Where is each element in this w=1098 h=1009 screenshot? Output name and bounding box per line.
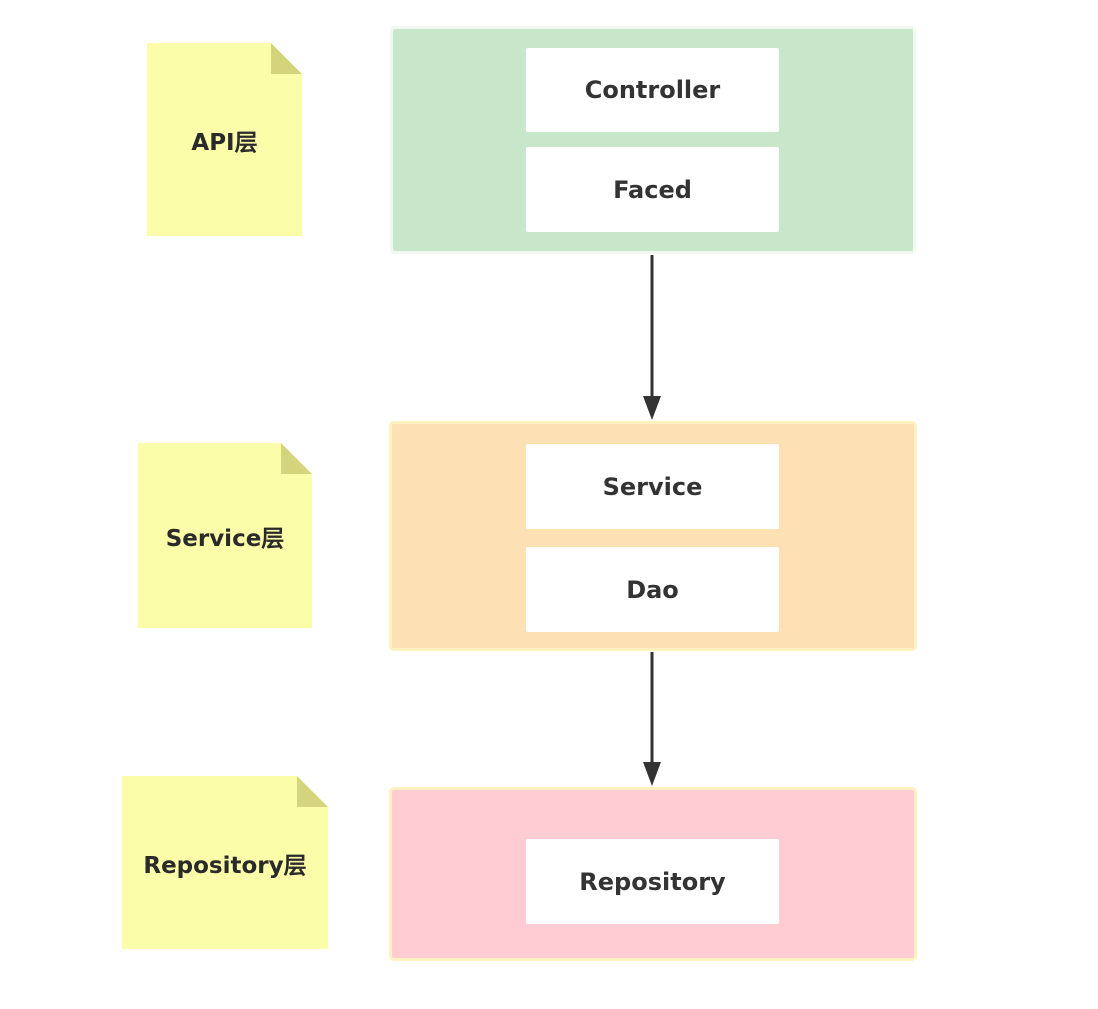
- repository-box: Repository: [526, 839, 779, 924]
- arrow-api-to-service: [643, 255, 661, 420]
- faced-label: Faced: [613, 175, 692, 204]
- service-box: Service: [526, 444, 779, 529]
- dao-box: Dao: [526, 547, 779, 632]
- arrow-service-to-repository: [643, 652, 661, 786]
- repository-label: Repository: [579, 867, 726, 896]
- service-label: Service: [602, 472, 703, 501]
- controller-box: Controller: [526, 48, 779, 132]
- note-repository-layer: Repository层: [122, 776, 328, 949]
- controller-label: Controller: [584, 76, 721, 104]
- faced-box: Faced: [526, 147, 779, 232]
- dao-label: Dao: [626, 575, 679, 604]
- note-api-label: API层: [191, 129, 258, 156]
- note-service-layer: Service层: [138, 443, 312, 628]
- note-service-label: Service层: [165, 525, 285, 552]
- note-repository-label: Repository层: [143, 852, 307, 879]
